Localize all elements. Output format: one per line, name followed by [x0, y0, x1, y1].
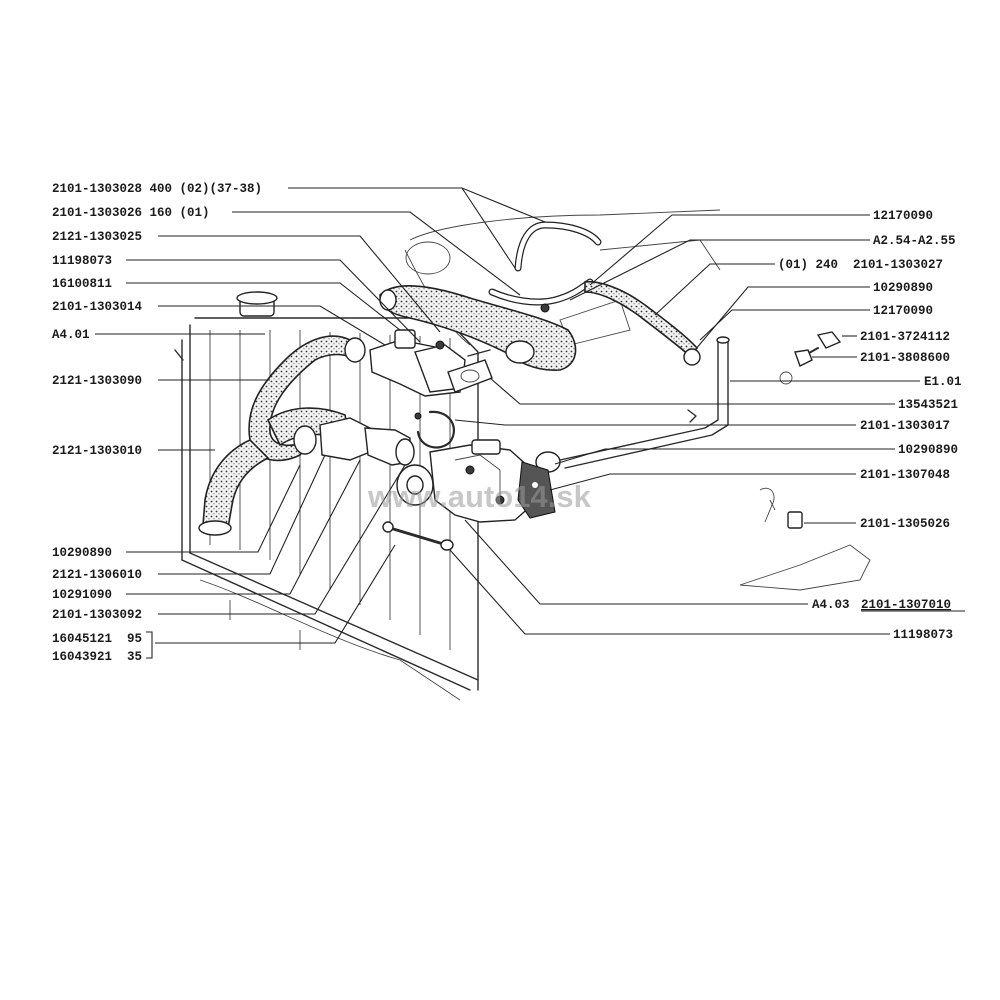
callout-a2-54: A2.54-A2.55	[873, 234, 956, 248]
callout-e1-01: E1.01	[924, 375, 962, 389]
callout-a4-01: A4.01	[52, 328, 90, 342]
thermostat-gasket	[447, 349, 493, 393]
water-pump	[396, 439, 533, 523]
callout-2101-1303028: 2101-1303028 400 (02)(37-38)	[52, 182, 262, 196]
callout-16045121: 16045121 95	[52, 632, 142, 646]
callout-2101-1303026: 2101-1303026 160 (01)	[52, 206, 210, 220]
callout-2121-1306010: 2121-1306010	[52, 568, 142, 582]
callout-10290890-r1: 10290890	[873, 281, 933, 295]
callout-2101-1303092: 2101-1303092	[52, 608, 142, 622]
callout-10291090: 10291090	[52, 588, 112, 602]
callout-2121-1303025: 2121-1303025	[52, 230, 142, 244]
callout-16043921: 16043921 35	[52, 650, 142, 664]
callout-2101-1303014: 2101-1303014	[52, 300, 143, 314]
pump-bolt	[382, 521, 454, 551]
callout-2121-1303090: 2121-1303090	[52, 374, 142, 388]
callout-11198073-right: 11198073	[893, 628, 953, 642]
callout-12170090-top: 12170090	[873, 209, 933, 223]
callout-10290890-left: 10290890	[52, 546, 112, 560]
callout-2101-1307010: 2101-1307010	[861, 598, 951, 612]
callout-12170090-mid: 12170090	[873, 304, 933, 318]
callout-13543521: 13543521	[898, 398, 958, 412]
bypass-pipe	[535, 336, 730, 473]
hose-clamp	[414, 410, 456, 449]
callout-16100811: 16100811	[52, 277, 112, 291]
callout-2101-1303017: 2101-1303017	[860, 419, 950, 433]
callout-10290890-r2: 10290890	[898, 443, 958, 457]
callout-2101-3724112: 2101-3724112	[860, 330, 950, 344]
heater-hoses	[488, 221, 701, 366]
callouts-right: 12170090 A2.54-A2.55 (01) 240 2101-13030…	[778, 209, 962, 642]
drain-plug	[739, 487, 871, 591]
callout-2121-1303010: 2121-1303010	[52, 444, 142, 458]
pump-gasket	[517, 461, 556, 519]
lower-radiator-hose	[198, 335, 366, 536]
callout-2101-3808600: 2101-3808600	[860, 351, 950, 365]
callout-11198073: 11198073	[52, 254, 112, 268]
temperature-sender	[779, 331, 842, 385]
callout-2101-1305026: 2101-1305026	[860, 517, 950, 531]
callout-2101-1303027: (01) 240 2101-1303027	[778, 258, 943, 272]
watermark-text: www.auto14.sk	[367, 479, 592, 514]
bypass-hose	[266, 407, 415, 466]
callout-a4-03: A4.03	[812, 598, 850, 612]
callout-2101-1307048: 2101-1307048	[860, 468, 950, 482]
callouts-left: 2101-1303028 400 (02)(37-38) 2101-130302…	[52, 182, 262, 664]
leader-lines	[95, 187, 920, 659]
